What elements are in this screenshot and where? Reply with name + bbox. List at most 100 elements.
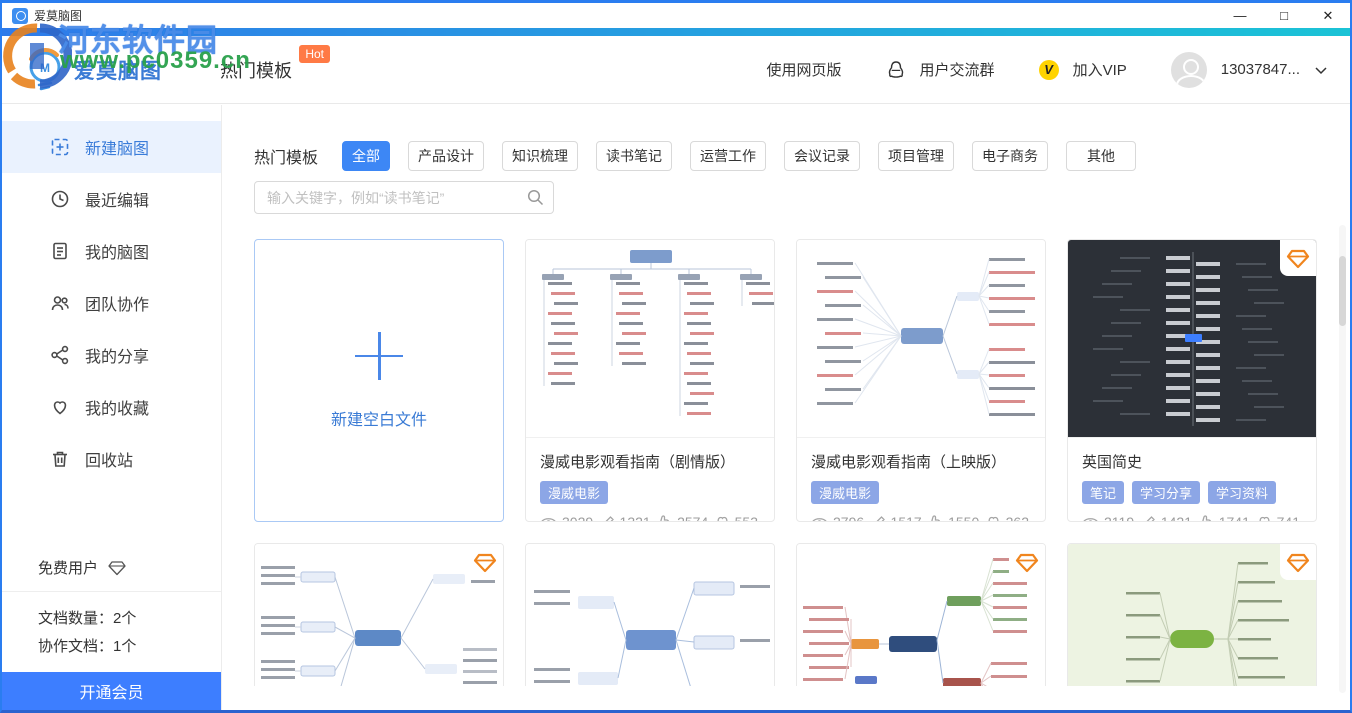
sidebar-item-label: 新建脑图	[85, 141, 150, 158]
search-icon[interactable]	[527, 189, 544, 206]
views-count: 3029	[562, 514, 594, 522]
trash-icon	[53, 451, 67, 467]
heart-icon	[53, 401, 67, 415]
titlebar: 爱莫脑图 — □ ✕	[2, 3, 1350, 28]
filter-chip-reading-notes[interactable]: 读书笔记	[596, 141, 673, 171]
template-grid-row2	[254, 543, 1317, 686]
filter-chip-meeting-minutes[interactable]: 会议记录	[784, 141, 861, 171]
sidebar-item-label: 回收站	[85, 453, 134, 470]
scrollbar-thumb[interactable]	[1339, 256, 1346, 326]
window-title: 爱莫脑图	[34, 9, 83, 23]
maximize-button[interactable]: □	[1280, 8, 1288, 23]
filter-chip-ecommerce[interactable]: 电子商务	[972, 141, 1049, 171]
doc-count: 文档数量：2个	[38, 610, 137, 627]
upgrade-member-button[interactable]: 开通会员	[2, 672, 221, 710]
likes-icon	[1202, 514, 1211, 521]
template-thumbnail[interactable]	[255, 544, 503, 686]
favorites-icon	[1259, 516, 1270, 521]
chevron-down-icon[interactable]	[1314, 65, 1328, 75]
template-card[interactable]	[1067, 543, 1317, 686]
template-grid-row1: 新建空白文件 漫威电影观看指南（剧情版） 漫威电影 3029 1321 2574…	[254, 239, 1317, 522]
favorites-icon	[988, 516, 999, 521]
vip-badge	[1280, 544, 1316, 580]
template-stats: 2796 1517 1550 262	[811, 514, 1031, 521]
new-mindmap-icon	[51, 138, 69, 156]
filter-chip-other[interactable]: 其他	[1066, 141, 1137, 171]
template-tag: 漫威电影	[540, 481, 609, 504]
sidebar-item-new-mindmap[interactable]: 新建脑图	[2, 121, 221, 173]
template-thumbnail[interactable]	[797, 544, 1045, 686]
template-card[interactable]	[525, 543, 775, 686]
likes-icon	[931, 514, 941, 521]
template-card[interactable]: 英国简史 笔记 学习分享 学习资料 2119 1421 1741 741	[1067, 239, 1317, 522]
edits-icon	[1145, 515, 1155, 521]
share-icon	[51, 345, 69, 365]
username[interactable]: 13037847...	[1220, 61, 1300, 78]
favorites-count: 553	[734, 514, 758, 522]
avatar[interactable]	[1170, 51, 1207, 88]
tab-hot-templates[interactable]: 热门模板 Hot	[220, 44, 330, 83]
team-icon	[51, 296, 69, 311]
vip-badge	[1009, 544, 1045, 580]
template-card[interactable]	[796, 543, 1046, 686]
edits-icon	[604, 515, 614, 521]
template-card[interactable]: 漫威电影观看指南（上映版） 漫威电影 2796 1517 1550 262	[796, 239, 1046, 522]
template-title: 漫威电影观看指南（上映版）	[811, 454, 1007, 471]
template-tag: 学习分享	[1132, 481, 1201, 504]
plan-label: 免费用户	[38, 560, 99, 577]
vip-badge	[467, 544, 503, 580]
template-tag: 漫威电影	[811, 481, 880, 504]
join-vip-link[interactable]: 加入VIP	[1072, 62, 1127, 79]
header-right: 使用网页版 用户交流群 V 加入VIP 13037847...	[766, 51, 1328, 88]
window-controls: — □ ✕	[1218, 3, 1350, 28]
svg-text:M: M	[40, 61, 50, 75]
new-blank-file-card[interactable]: 新建空白文件	[254, 239, 504, 522]
sidebar-item-label: 我的脑图	[85, 245, 150, 262]
template-card[interactable]	[254, 543, 504, 686]
tab-hot-templates-label: 热门模板	[220, 60, 292, 81]
sidebar-item-favorites[interactable]: 我的收藏	[2, 381, 221, 433]
template-thumbnail[interactable]	[1068, 240, 1316, 438]
likes-count: 2574	[677, 514, 709, 522]
minimize-button[interactable]: —	[1233, 8, 1247, 23]
sidebar-item-trash[interactable]: 回收站	[2, 433, 221, 485]
collab-count: 协作文档：1个	[38, 638, 137, 655]
web-version-link[interactable]: 使用网页版	[766, 62, 842, 79]
main-content: 热门模板 全部 产品设计 知识梳理 读书笔记 运营工作 会议记录 项目管理 电子…	[223, 105, 1350, 710]
views-icon	[1082, 517, 1099, 521]
sidebar-nav: 新建脑图 最近编辑 我的脑图 团队协作	[2, 105, 221, 485]
gem-icon	[108, 560, 126, 575]
likes-icon	[660, 514, 670, 521]
views-count: 2119	[1104, 514, 1135, 522]
template-card[interactable]: 漫威电影观看指南（剧情版） 漫威电影 3029 1321 2574 553	[525, 239, 775, 522]
filter-chip-knowledge[interactable]: 知识梳理	[502, 141, 579, 171]
user-group-link[interactable]: 用户交流群	[919, 62, 995, 79]
sidebar-item-recent[interactable]: 最近编辑	[2, 173, 221, 225]
filter-chip-operations[interactable]: 运营工作	[690, 141, 767, 171]
filter-chip-product-design[interactable]: 产品设计	[408, 141, 485, 171]
template-thumbnail[interactable]	[797, 240, 1045, 438]
filter-chip-project-management[interactable]: 项目管理	[878, 141, 955, 171]
edits-count: 1421	[1160, 514, 1192, 522]
template-thumbnail[interactable]	[1068, 544, 1316, 686]
template-thumbnail[interactable]	[526, 544, 774, 686]
search-input[interactable]	[254, 181, 554, 214]
sidebar-item-my-shares[interactable]: 我的分享	[2, 329, 221, 381]
filter-row: 热门模板 全部 产品设计 知识梳理 读书笔记 运营工作 会议记录 项目管理 电子…	[254, 141, 1137, 171]
views-icon	[811, 517, 828, 521]
app-icon	[12, 7, 28, 24]
sidebar-item-my-maps[interactable]: 我的脑图	[2, 225, 221, 277]
template-tag: 笔记	[1082, 481, 1125, 504]
sidebar-divider	[2, 591, 221, 592]
my-maps-icon	[53, 242, 67, 260]
sidebar: 新建脑图 最近编辑 我的脑图 团队协作	[2, 105, 222, 710]
edits-count: 1321	[619, 514, 651, 522]
accent-gradient-strip	[2, 28, 1350, 36]
search-row	[254, 181, 554, 214]
close-button[interactable]: ✕	[1322, 7, 1334, 23]
plus-icon	[355, 331, 403, 380]
filter-chip-all[interactable]: 全部	[342, 141, 391, 171]
template-thumbnail[interactable]	[526, 240, 774, 438]
views-icon	[540, 517, 557, 521]
sidebar-item-team[interactable]: 团队协作	[2, 277, 221, 329]
